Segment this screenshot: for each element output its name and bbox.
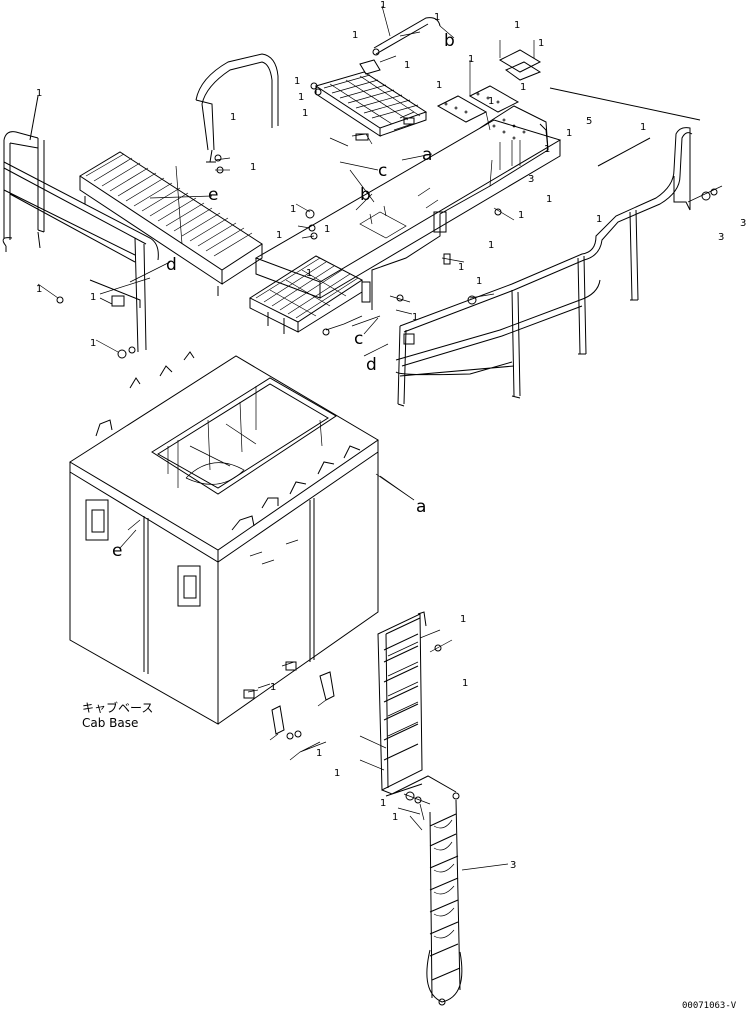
- part-num: 1: [566, 128, 572, 139]
- callout-e-box: e: [112, 541, 122, 561]
- long-grating-step: [79, 151, 263, 296]
- callout-d-left: d: [166, 255, 177, 275]
- part-num: 1: [538, 38, 544, 49]
- callout-c-top: c: [378, 161, 387, 181]
- part-num: 1: [90, 292, 96, 303]
- part-num: 3: [528, 174, 534, 185]
- callout-a-box: a: [416, 497, 426, 517]
- part-num: 1: [476, 276, 482, 287]
- top-rod: [372, 5, 455, 56]
- drawing-code: 00071063-V: [682, 1001, 737, 1011]
- callout-a-top: a: [422, 145, 432, 165]
- part-num: 5: [586, 116, 592, 127]
- part-num: 1: [334, 768, 340, 779]
- part-num: 1: [316, 748, 322, 759]
- part-num: 1: [324, 224, 330, 235]
- part-number-marks: 1 1 1 1 1 1 1 1 1 1 1 1 1 5 1 1 3 1 1 1 …: [36, 0, 746, 871]
- part-num: 1: [298, 92, 304, 103]
- part-num: 1: [514, 20, 520, 31]
- leader-lines: [99, 31, 433, 549]
- part-num: 1: [90, 338, 96, 349]
- right-handrail: [395, 127, 693, 407]
- part-num: 1: [460, 614, 466, 625]
- part-num: 1: [468, 54, 474, 65]
- upper-ladder: [359, 611, 457, 797]
- part-num: 1: [380, 0, 386, 11]
- part-num: 1: [380, 798, 386, 809]
- part-num: 1: [462, 678, 468, 689]
- side-bracket-plate: [492, 87, 701, 170]
- callout-c-mid: c: [354, 329, 363, 349]
- step-plates: [436, 40, 542, 131]
- part-num: 1: [640, 122, 646, 133]
- cab-base-box: [69, 351, 415, 725]
- callout-b-top: b: [444, 31, 455, 51]
- part-num: 1: [392, 812, 398, 823]
- part-num: 1: [546, 194, 552, 205]
- part-num: 1: [458, 262, 464, 273]
- platform-fasteners: [295, 203, 515, 336]
- part-num: 1: [270, 682, 276, 693]
- callout-labels: b a c b e d c d a e: [112, 31, 455, 561]
- part-num: 1: [412, 312, 418, 323]
- part-num: 3: [718, 232, 724, 243]
- caption-japanese: キャブベース: [82, 700, 153, 715]
- part-num: 1: [434, 12, 440, 23]
- part-num: 1: [518, 210, 524, 221]
- part-num: 1: [290, 204, 296, 215]
- part-num: 1: [488, 240, 494, 251]
- part-num: 3: [740, 218, 746, 229]
- top-small-grating: [310, 55, 428, 147]
- callout-b-mid: b: [360, 185, 371, 205]
- part-num: 1: [36, 88, 42, 99]
- left-rail-bolts: [37, 283, 136, 359]
- left-handrail: [2, 95, 159, 353]
- part-num: 1: [250, 162, 256, 173]
- part-num: 1: [294, 76, 300, 87]
- lower-brackets: [269, 671, 335, 761]
- part-num: 1: [36, 284, 42, 295]
- part-num: 3: [510, 860, 516, 871]
- part-num: 1: [404, 60, 410, 71]
- part-num: 1: [436, 80, 442, 91]
- part-num: 1: [596, 214, 602, 225]
- right-rail-bolts: [687, 185, 723, 203]
- ladder-bolts: [397, 791, 431, 831]
- part-num: 1: [302, 108, 308, 119]
- part-num: 1: [306, 268, 312, 279]
- part-num: 1: [544, 144, 550, 155]
- part-num: 1: [230, 112, 236, 123]
- part-num: 1: [488, 96, 494, 107]
- part-num: 1: [352, 30, 358, 41]
- main-platform-frame: [254, 105, 562, 310]
- part-num: 1: [276, 230, 282, 241]
- upper-handle-rail: [195, 53, 279, 163]
- rope-ladder: [426, 792, 509, 1006]
- upper-rail-bolts: [214, 154, 231, 174]
- cab-base-caption: キャブベース Cab Base: [82, 700, 153, 730]
- caption-english: Cab Base: [82, 716, 138, 730]
- part-num: 1: [520, 82, 526, 93]
- callout-d-mid: d: [366, 355, 377, 375]
- callout-e-left: e: [208, 185, 218, 205]
